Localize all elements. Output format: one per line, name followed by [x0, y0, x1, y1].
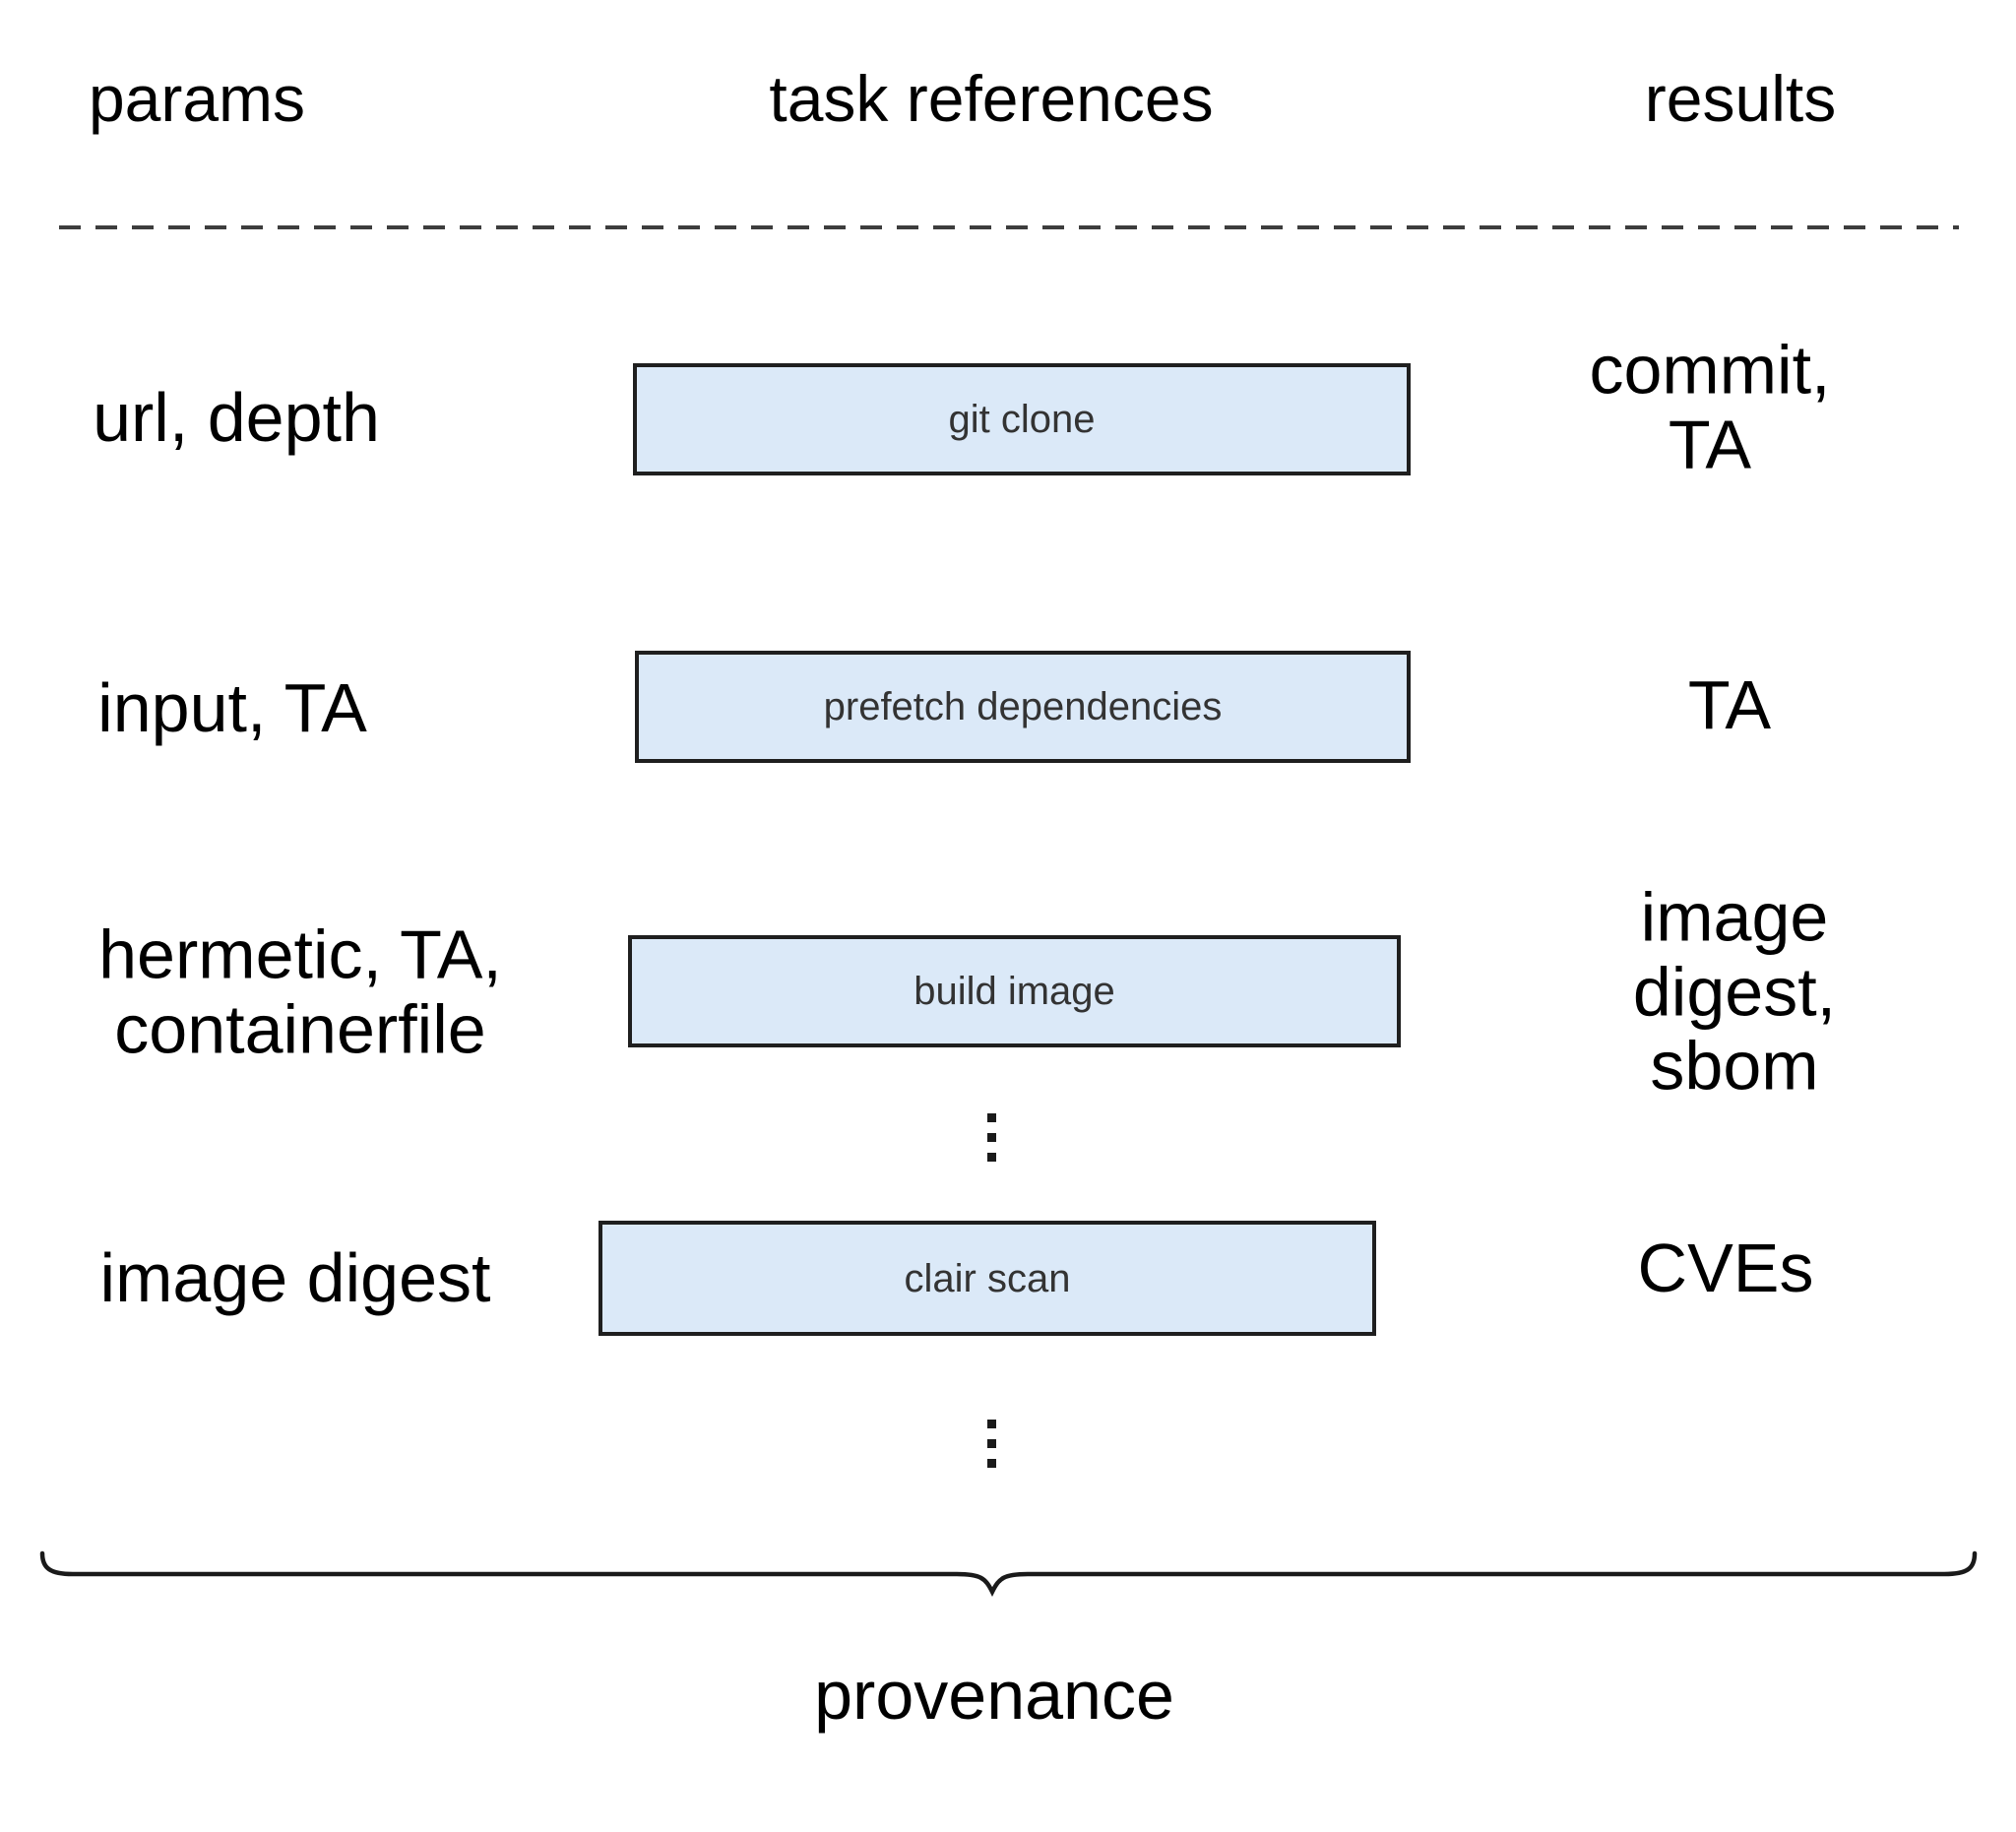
task-box-label: build image: [914, 970, 1115, 1013]
task-box-label: prefetch dependencies: [823, 685, 1223, 728]
task-box-label: git clone: [948, 398, 1096, 441]
result-label-prefetch-dependencies: TA: [1687, 666, 1772, 744]
vertical-ellipsis-icon: [987, 1420, 996, 1468]
param-label-build-image: hermetic, TA, containerfile: [98, 916, 502, 1067]
result-label-clair-scan: CVEs: [1637, 1230, 1814, 1307]
task-box-prefetch-dependencies: prefetch dependencies: [635, 651, 1411, 763]
column-header-results: results: [1644, 62, 1837, 135]
param-label-prefetch-dependencies: input, TA: [97, 669, 367, 747]
provenance-label: provenance: [814, 1657, 1174, 1734]
vertical-ellipsis-icon: [987, 1113, 996, 1162]
task-box-label: clair scan: [904, 1256, 1071, 1300]
task-box-build-image: build image: [628, 935, 1401, 1047]
result-label-build-image: image digest, sbom: [1632, 878, 1837, 1105]
param-label-clair-scan: image digest: [99, 1239, 491, 1317]
param-label-git-clone: url, depth: [93, 379, 380, 457]
column-header-params: params: [88, 62, 306, 135]
header-separator-line: [59, 225, 1959, 229]
task-box-git-clone: git clone: [633, 363, 1411, 475]
task-box-clair-scan: clair scan: [598, 1221, 1376, 1336]
column-header-task-references: task references: [769, 62, 1214, 135]
result-label-git-clone: commit, TA: [1589, 331, 1831, 482]
